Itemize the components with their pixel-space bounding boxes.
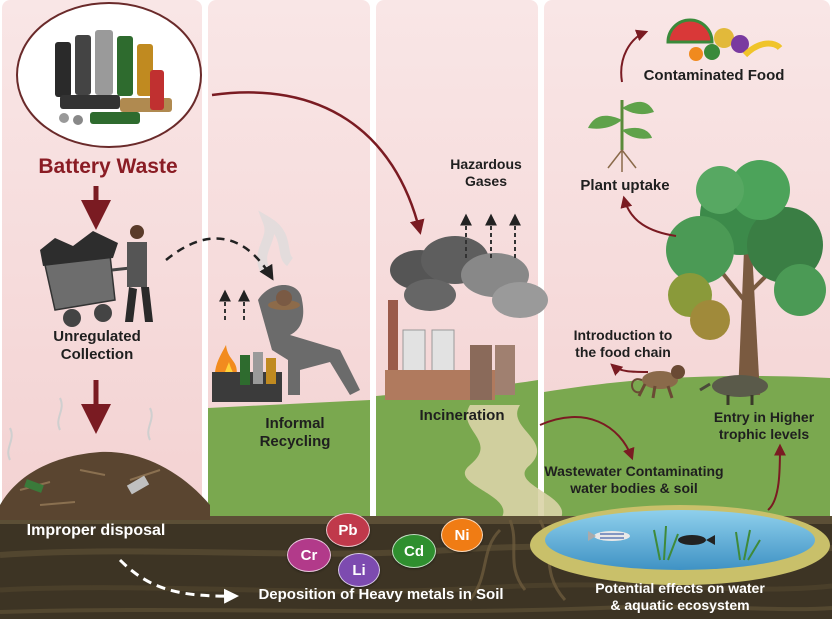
- recycling-gas-arrows-icon: [219, 289, 250, 320]
- gas-arrows-icon: [460, 213, 521, 258]
- label-unregulated-collection: Unregulated Collection: [53, 328, 141, 363]
- grass-recycling: [208, 400, 370, 520]
- label-battery-waste: Battery Waste: [38, 155, 178, 178]
- battery-pile-icon: [16, 2, 202, 148]
- plant-sapling-icon: [588, 100, 654, 172]
- grass-ecosystem: [544, 375, 830, 520]
- fish-dark-icon: [678, 535, 715, 545]
- tree-icon: [666, 160, 826, 395]
- informal-recycling-icon: [212, 210, 360, 402]
- metal-ni: Ni: [441, 518, 483, 552]
- fruit-basket-icon: [666, 18, 783, 61]
- label-contaminated-food: Contaminated Food: [643, 67, 785, 84]
- label-incineration: Incineration: [419, 407, 505, 424]
- label-improper-disposal: Improper disposal: [26, 522, 166, 539]
- metal-cd: Cd: [392, 534, 436, 568]
- label-plant-uptake: Plant uptake: [580, 177, 670, 194]
- label-wastewater: Wastewater Contaminating water bodies & …: [544, 463, 724, 496]
- fish-striped-icon: [588, 531, 630, 541]
- metal-pb: Pb: [326, 513, 370, 547]
- label-informal-recycling: Informal Recycling: [259, 415, 331, 450]
- monkey-icon: [631, 365, 685, 399]
- cart-worker-icon: [40, 225, 153, 327]
- incinerator-factory-icon: [385, 236, 548, 400]
- label-deposition: Deposition of Heavy metals in Soil: [258, 586, 504, 603]
- flow-arrows: [81, 29, 786, 604]
- polluted-stream: [464, 405, 563, 520]
- label-aquatic-effects: Potential effects on water & aquatic eco…: [595, 580, 765, 613]
- landfill-pile-icon: [0, 397, 210, 520]
- metal-li: Li: [338, 553, 380, 587]
- label-food-chain: Introduction to the food chain: [573, 327, 673, 360]
- metal-cr: Cr: [287, 538, 331, 572]
- anteater-icon: [699, 375, 768, 405]
- label-hazardous-gases: Hazardous Gases: [450, 156, 522, 189]
- label-higher-trophic: Entry in Higher trophic levels: [713, 409, 815, 442]
- aquatic-plants-icon: [653, 525, 761, 561]
